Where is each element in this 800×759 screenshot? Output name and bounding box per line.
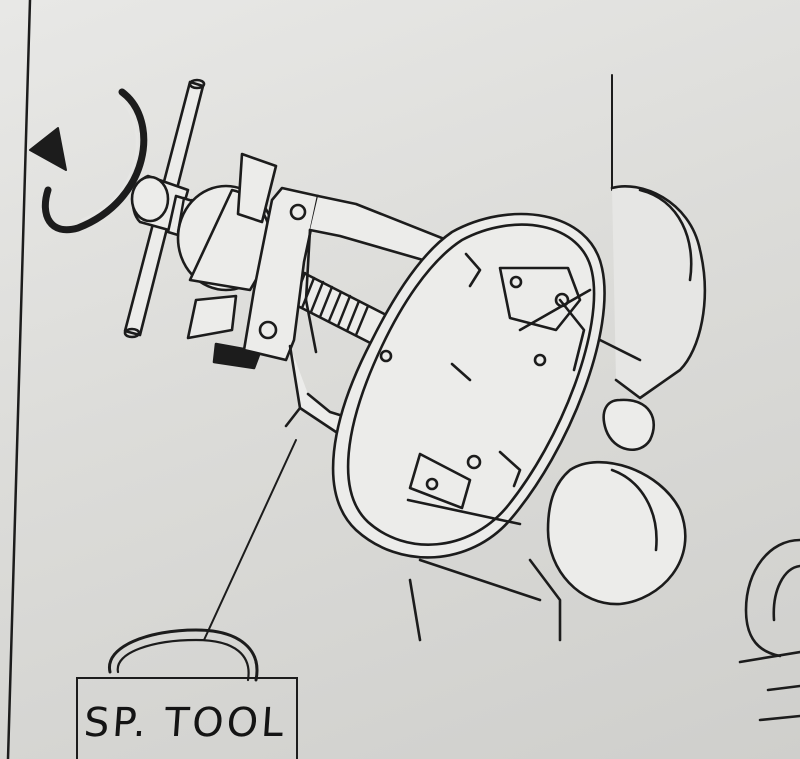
flywheel-housing bbox=[331, 212, 606, 559]
handle-hub bbox=[130, 174, 190, 234]
leader-line bbox=[203, 439, 297, 641]
rotate-arrow-icon bbox=[29, 88, 148, 234]
puller-body bbox=[176, 152, 278, 370]
partial-part bbox=[738, 538, 800, 722]
engine-case bbox=[408, 185, 707, 642]
page-border-line bbox=[6, 0, 32, 759]
tool-label: SP. TOOL bbox=[82, 700, 289, 746]
tool-label-box bbox=[76, 677, 298, 759]
tool-loop bbox=[108, 628, 259, 682]
